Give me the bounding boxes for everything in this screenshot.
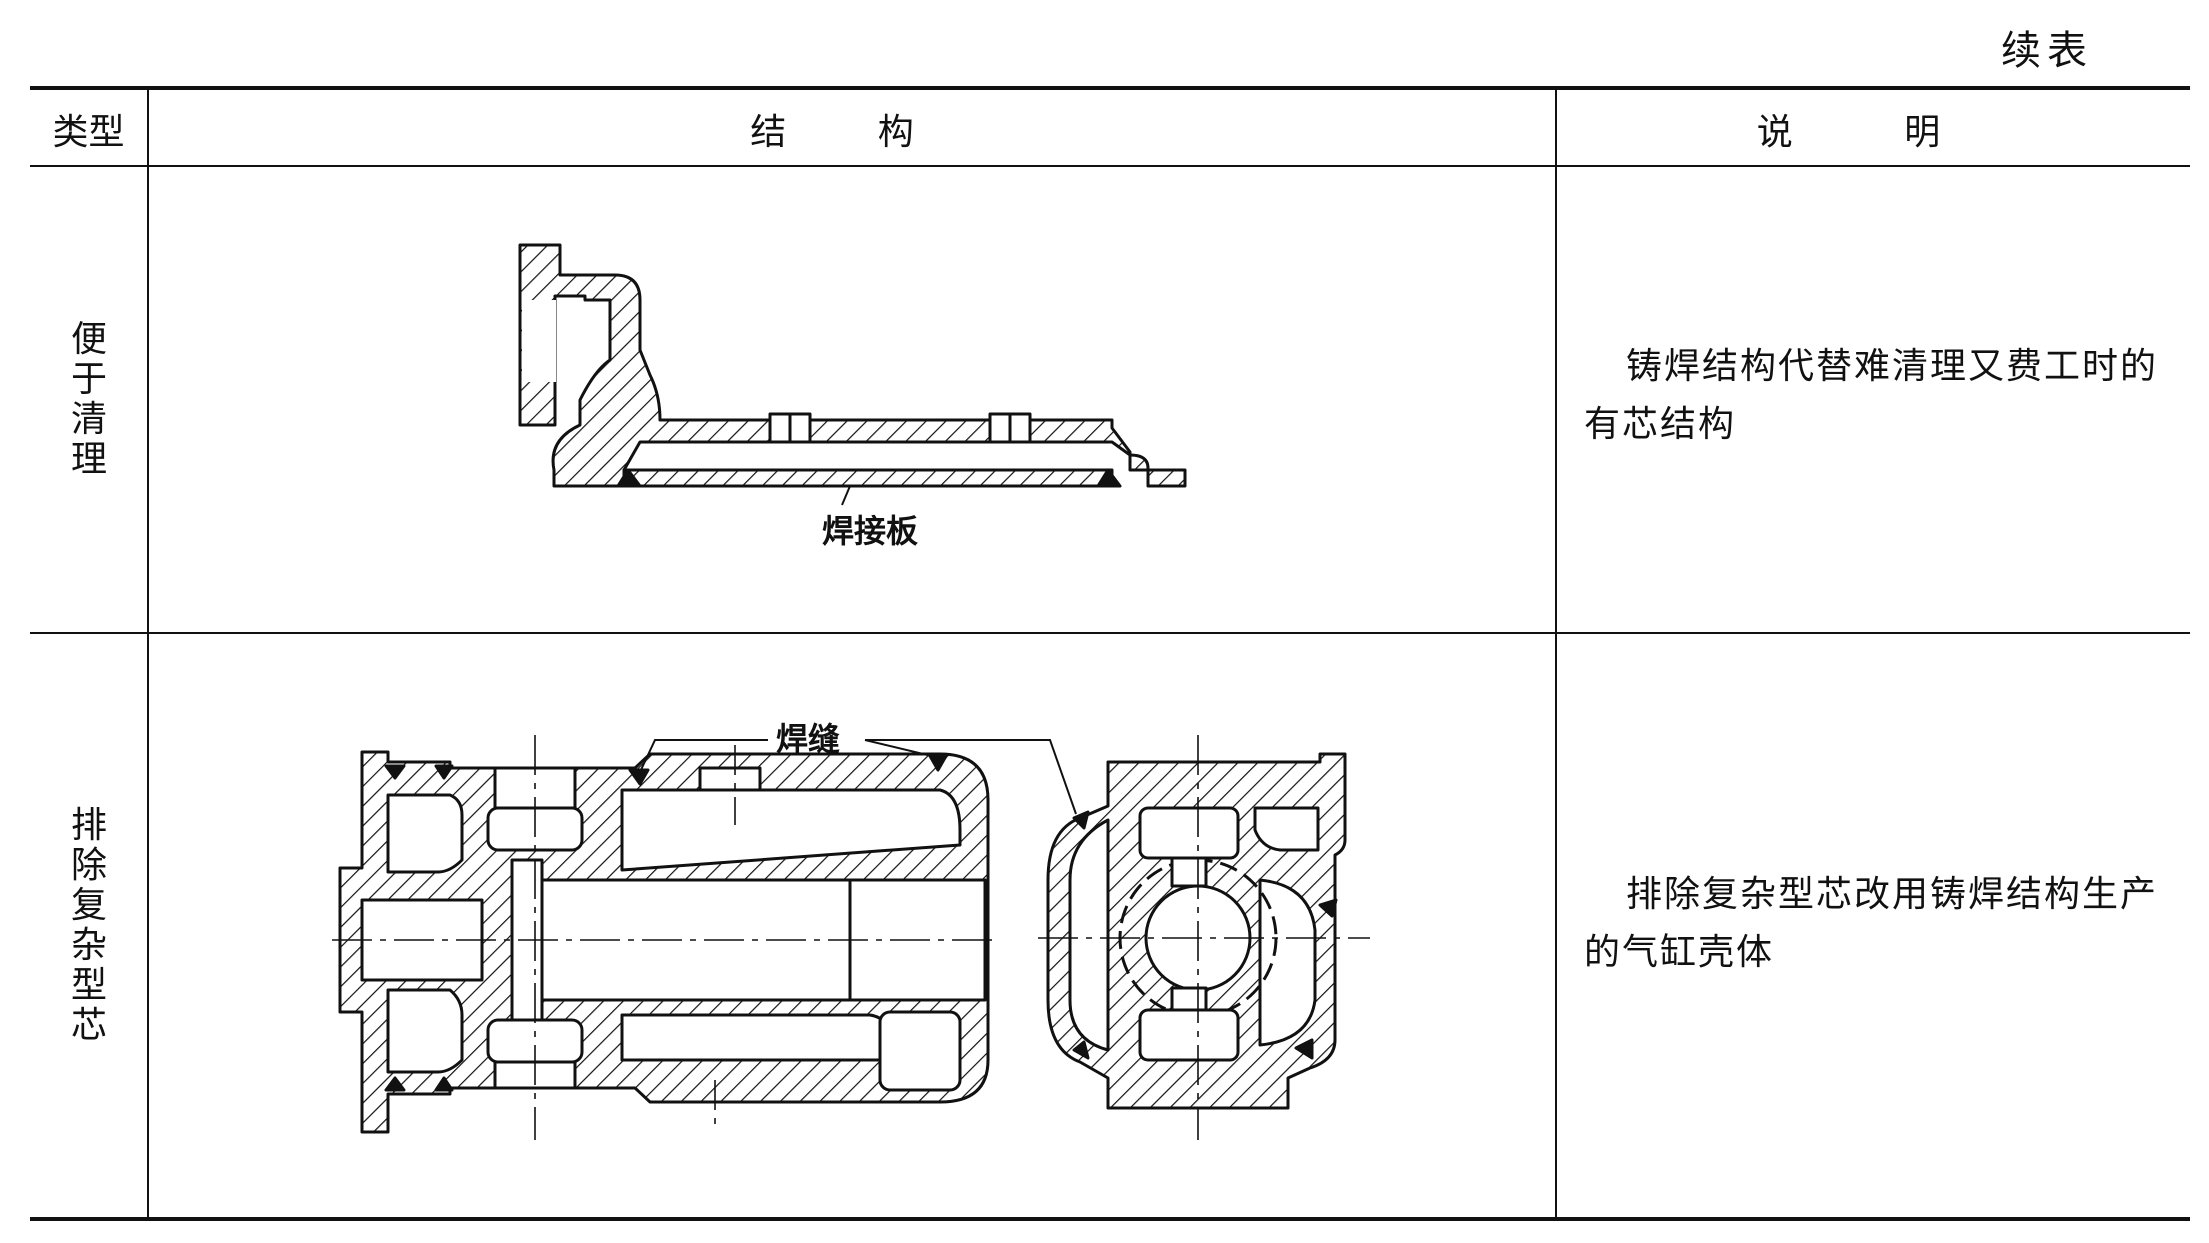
row-1-type: 便于清理 [30, 167, 148, 632]
cylinder-end-view [1038, 735, 1370, 1140]
row-1-note: 铸焊结构代替难清理又费工时的有芯结构 [1584, 346, 2159, 445]
header-rule [30, 165, 2190, 167]
continued-label: 续表 [2001, 28, 2093, 74]
table-top-rule [30, 86, 2190, 90]
header-type: 类型 [52, 112, 125, 153]
header-structure: 结 构 [750, 112, 954, 153]
column-divider-note [1555, 88, 1557, 1219]
cleaning-cross-section [518, 243, 1187, 506]
column-divider-type [147, 88, 149, 1219]
row-divider [30, 632, 2190, 634]
row-1-type-text: 便于清理 [70, 318, 107, 480]
weld-seam-label: 焊缝 [776, 720, 840, 758]
welded-plate-label: 焊接板 [822, 512, 918, 550]
table-bottom-rule [30, 1217, 2190, 1221]
weld-leaders [639, 739, 1077, 815]
row-2-type: 排除复杂型芯 [30, 634, 148, 1217]
header-note: 说 明 [1756, 112, 1991, 153]
row-2-type-text: 排除复杂型芯 [70, 804, 107, 1046]
row-2-note: 排除复杂型芯改用铸焊结构生产的气缸壳体 [1584, 874, 2159, 973]
cylinder-long-section [332, 735, 1000, 1140]
